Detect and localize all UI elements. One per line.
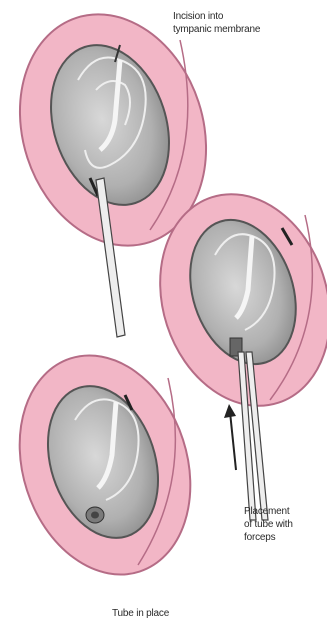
arrow-up-icon — [224, 404, 236, 470]
label-placement-line-1: Placement — [244, 505, 293, 518]
label-placement-line-2: of tube with — [244, 518, 293, 531]
label-placement-line-3: forceps — [244, 531, 293, 544]
label-incision-line-2: tympanic membrane — [173, 23, 260, 36]
label-tube-in-place: Tube in place — [112, 607, 169, 620]
ear-panel-tube-in-place — [0, 333, 218, 597]
label-incision: Incision into tympanic membrane — [173, 10, 260, 36]
ventilation-tube — [86, 507, 104, 523]
label-incision-line-1: Incision into — [173, 10, 260, 23]
label-placement: Placement of tube with forceps — [244, 505, 293, 544]
